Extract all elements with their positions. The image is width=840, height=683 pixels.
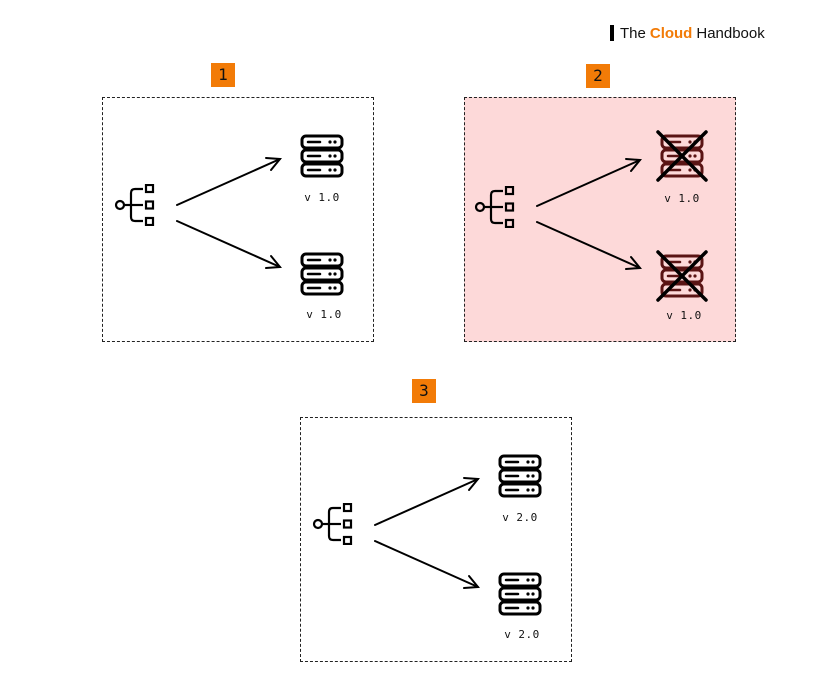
route-arrows xyxy=(176,157,282,269)
server-icon xyxy=(300,252,344,296)
server-icon xyxy=(300,134,344,178)
arrow-to-server-top xyxy=(176,158,281,206)
server-version-label: v 1.0 xyxy=(664,192,700,205)
server-version-label: v 1.0 xyxy=(304,191,340,204)
brand-bar xyxy=(610,25,614,41)
server-icon xyxy=(498,572,542,616)
brand-suffix: Handbook xyxy=(696,24,765,42)
arrow-to-server-bottom xyxy=(536,221,641,269)
brand-logo: The Cloud Handbook xyxy=(610,24,765,42)
server-version-label: v 2.0 xyxy=(504,628,540,641)
load-balancer-icon xyxy=(312,503,353,545)
step-badge-3: 3 xyxy=(412,379,436,403)
server-version-label: v 1.0 xyxy=(306,308,342,321)
deployment-panel-3 xyxy=(300,417,572,662)
failed-server-icon xyxy=(656,130,708,182)
route-arrows xyxy=(374,477,480,589)
step-badge-1: 1 xyxy=(211,63,235,87)
load-balancer-icon xyxy=(474,186,515,228)
arrow-to-server-top xyxy=(536,159,641,207)
arrow-to-server-bottom xyxy=(176,220,281,268)
route-arrows xyxy=(536,158,642,270)
brand-prefix: The xyxy=(620,24,646,42)
deployment-panel-1 xyxy=(102,97,374,342)
brand-accent: Cloud xyxy=(649,24,693,42)
step-badge-2: 2 xyxy=(586,64,610,88)
cross-icon xyxy=(656,130,708,182)
arrow-to-server-top xyxy=(374,478,479,526)
load-balancer-icon xyxy=(114,184,155,226)
server-icon xyxy=(498,454,542,498)
cross-icon xyxy=(656,250,708,302)
server-version-label: v 1.0 xyxy=(666,309,702,322)
server-version-label: v 2.0 xyxy=(502,511,538,524)
failed-server-icon xyxy=(656,250,708,302)
arrow-to-server-bottom xyxy=(374,540,479,588)
